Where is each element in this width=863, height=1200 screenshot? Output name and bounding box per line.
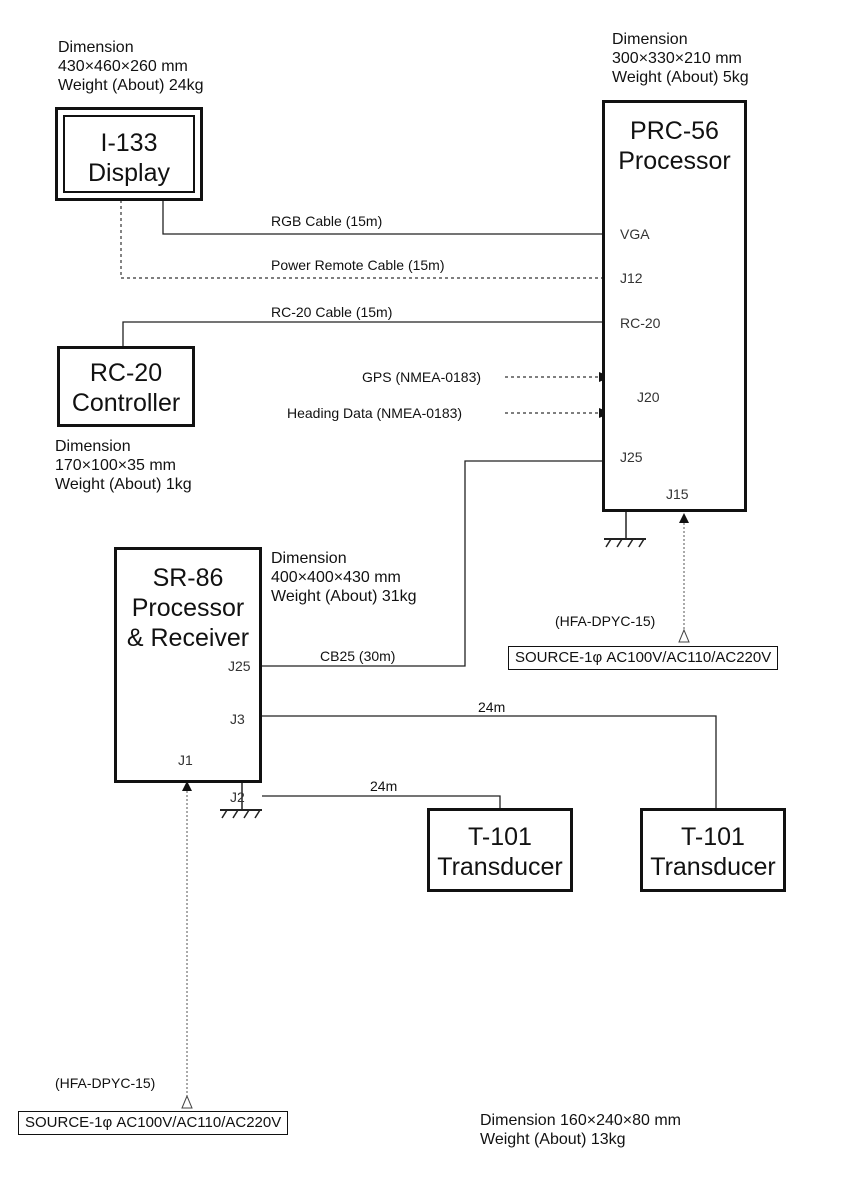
receiver-spec-weight: Weight (About) 31kg bbox=[271, 588, 417, 605]
processor-spec-weight: Weight (About) 5kg bbox=[612, 69, 749, 86]
processor-spec-size: 300×330×210 mm bbox=[612, 50, 742, 67]
j2-cable-line bbox=[262, 795, 501, 808]
processor-spec: Dimension 300×330×210 mm Weight (About) … bbox=[612, 30, 749, 87]
controller-spec-dimension-label: Dimension bbox=[55, 438, 131, 455]
processor-port-rc20: RC-20 bbox=[620, 315, 661, 331]
processor-power-cable-label: (HFA-DPYC-15) bbox=[555, 613, 656, 629]
processor-port-j15: J15 bbox=[666, 486, 689, 502]
receiver-power-arrow bbox=[182, 781, 192, 791]
receiver-unit-box: SR-86 Processor & Receiver bbox=[114, 547, 262, 783]
transducer-spec: Dimension 160×240×80 mm Weight (About) 1… bbox=[480, 1111, 681, 1149]
j3-cable-length-label: 24m bbox=[478, 699, 506, 715]
rc20-cable-line bbox=[122, 321, 615, 348]
receiver-spec-dimension-label: Dimension bbox=[271, 550, 347, 567]
processor-spec-dimension-label: Dimension bbox=[612, 31, 688, 48]
receiver-port-j1: J1 bbox=[178, 752, 193, 768]
rgb-cable-line bbox=[162, 200, 615, 235]
processor-power-source-box: SOURCE-1φ AC100V/AC110/AC220V bbox=[508, 646, 779, 670]
display-title: I-133 Display bbox=[88, 129, 170, 187]
receiver-title: SR-86 Processor & Receiver bbox=[126, 564, 250, 652]
j2-cable-length-label: 24m bbox=[370, 778, 398, 794]
gps-label: GPS (NMEA-0183) bbox=[362, 369, 482, 385]
processor-port-vga: VGA bbox=[620, 226, 650, 242]
controller-spec-size: 170×100×35 mm bbox=[55, 457, 176, 474]
processor-unit-box: PRC-56 Processor bbox=[602, 100, 747, 512]
receiver-power-source-box: SOURCE-1φ AC100V/AC110/AC220V bbox=[18, 1111, 289, 1135]
processor-title: PRC-56 Processor bbox=[618, 117, 731, 175]
controller-title: RC-20 Controller bbox=[71, 359, 181, 417]
processor-power-plug bbox=[678, 628, 690, 643]
display-spec-dimension-label: Dimension bbox=[58, 39, 134, 56]
power-remote-cable-line bbox=[120, 200, 615, 279]
cb25-cable-label: CB25 (30m) bbox=[320, 648, 396, 664]
receiver-spec: Dimension 400×400×430 mm Weight (About) … bbox=[271, 549, 417, 606]
display-unit-inner-border bbox=[63, 115, 195, 193]
heading-data-label: Heading Data (NMEA-0183) bbox=[287, 405, 463, 421]
transducer-right-box: T-101 Transducer bbox=[640, 808, 786, 892]
power-remote-cable-label: Power Remote Cable (15m) bbox=[271, 257, 445, 273]
j3-cable-line bbox=[262, 715, 717, 808]
display-spec-weight: Weight (About) 24kg bbox=[58, 77, 204, 94]
transducer-spec-size: Dimension 160×240×80 mm bbox=[480, 1112, 682, 1129]
rgb-cable-label: RGB Cable (15m) bbox=[271, 213, 383, 229]
receiver-power-plug bbox=[181, 1094, 193, 1109]
receiver-spec-size: 400×400×430 mm bbox=[271, 569, 401, 586]
receiver-port-j2: J2 bbox=[230, 789, 245, 805]
display-unit-box: I-133 Display bbox=[55, 107, 203, 201]
controller-spec-weight: Weight (About) 1kg bbox=[55, 476, 192, 493]
receiver-port-j3: J3 bbox=[230, 711, 245, 727]
processor-power-arrow bbox=[679, 513, 689, 523]
processor-port-j25: J25 bbox=[620, 449, 643, 465]
controller-unit-box: RC-20 Controller bbox=[57, 346, 195, 427]
transducer-left-title: T-101 Transducer bbox=[437, 823, 563, 881]
rc20-cable-label: RC-20 Cable (15m) bbox=[271, 304, 393, 320]
display-spec: Dimension 430×460×260 mm Weight (About) … bbox=[58, 38, 204, 95]
controller-spec: Dimension 170×100×35 mm Weight (About) 1… bbox=[55, 437, 192, 494]
transducer-right-title: T-101 Transducer bbox=[650, 823, 776, 881]
processor-port-j20: J20 bbox=[637, 389, 660, 405]
processor-port-j12: J12 bbox=[620, 270, 643, 286]
display-spec-size: 430×460×260 mm bbox=[58, 58, 188, 75]
receiver-port-j25: J25 bbox=[228, 658, 251, 674]
transducer-spec-weight: Weight (About) 13kg bbox=[480, 1131, 626, 1148]
cb25-cable-line bbox=[262, 460, 615, 667]
transducer-left-box: T-101 Transducer bbox=[427, 808, 573, 892]
receiver-power-cable-label: (HFA-DPYC-15) bbox=[55, 1075, 156, 1091]
